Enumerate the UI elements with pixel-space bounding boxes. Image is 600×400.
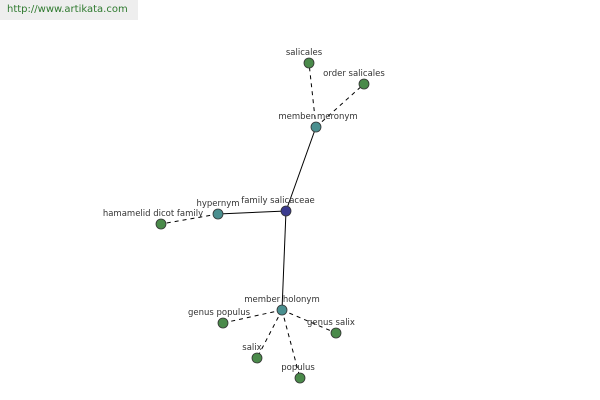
label-populus[interactable]: populus bbox=[281, 363, 315, 373]
edge-member-holonym-to-salix bbox=[256, 309, 283, 359]
edge-hypernym-to-hamamelid-dicot-family bbox=[160, 213, 219, 225]
label-family-salicaceae[interactable]: family salicaceae bbox=[241, 196, 315, 206]
node-salix[interactable] bbox=[251, 352, 263, 364]
node-family-salicaceae[interactable] bbox=[280, 205, 292, 217]
edge-family-salicaceae-to-member-holonym bbox=[281, 210, 287, 311]
edge-member-holonym-to-populus bbox=[281, 309, 301, 379]
label-hypernym[interactable]: hypernym bbox=[196, 199, 239, 209]
label-order-salicales[interactable]: order salicales bbox=[323, 69, 385, 79]
edge-member-meronym-to-order-salicales bbox=[315, 83, 365, 128]
edge-family-salicaceae-to-member-meronym bbox=[285, 126, 317, 212]
node-order-salicales[interactable] bbox=[358, 78, 370, 90]
node-genus-salix[interactable] bbox=[330, 327, 342, 339]
node-member-holonym[interactable] bbox=[276, 304, 288, 316]
node-hamamelid-dicot-family[interactable] bbox=[155, 218, 167, 230]
node-hypernym[interactable] bbox=[212, 208, 224, 220]
label-salix[interactable]: salix bbox=[242, 343, 261, 353]
label-genus-populus[interactable]: genus populus bbox=[188, 308, 251, 318]
edge-member-meronym-to-salicales bbox=[308, 62, 317, 128]
edge-member-holonym-to-genus-salix bbox=[281, 309, 337, 334]
edge-family-salicaceae-to-hypernym bbox=[217, 210, 287, 215]
label-genus-salix[interactable]: genus salix bbox=[307, 318, 355, 328]
label-salicales[interactable]: salicales bbox=[286, 48, 323, 58]
node-genus-populus[interactable] bbox=[217, 317, 229, 329]
node-populus[interactable] bbox=[294, 372, 306, 384]
node-member-meronym[interactable] bbox=[310, 121, 322, 133]
site-url-link[interactable]: http://www.artikata.com bbox=[7, 4, 128, 15]
url-banner: http://www.artikata.com bbox=[0, 0, 138, 20]
edge-member-holonym-to-genus-populus bbox=[222, 309, 283, 324]
label-hamamelid-dicot-family[interactable]: hamamelid dicot family bbox=[103, 209, 203, 219]
label-member-holonym[interactable]: member holonym bbox=[244, 295, 319, 305]
label-member-meronym[interactable]: member meronym bbox=[278, 112, 357, 122]
node-salicales[interactable] bbox=[303, 57, 315, 69]
